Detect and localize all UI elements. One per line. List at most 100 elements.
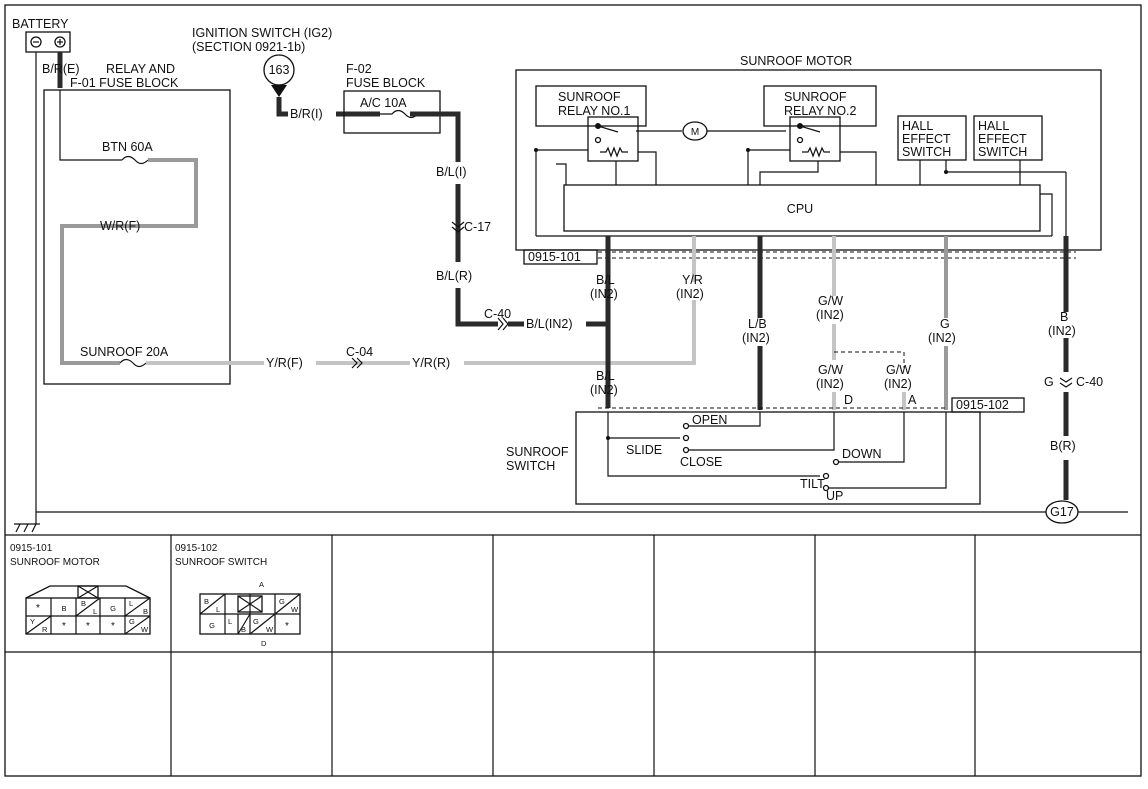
motor-symbol-label: M	[691, 127, 699, 138]
pin102-3b: W	[291, 605, 299, 614]
battery-symbol	[25, 31, 71, 53]
hall-2-label-2: EFFECT	[978, 132, 1027, 146]
switch-tilt-label: TILT	[800, 477, 825, 491]
sunroof-relay-1	[535, 85, 647, 127]
ground-g17-label: G17	[1050, 505, 1074, 519]
pin101-9: *	[111, 621, 115, 632]
wire-bl-label-top: B/L	[596, 273, 615, 287]
wire-yr-label: Y/R	[682, 273, 703, 287]
sunroof-relay-2	[763, 85, 877, 127]
sunroof-switch-label-1: SUNROOF	[506, 445, 569, 459]
wire-bl-r	[455, 288, 498, 327]
connector-101-id: 0915-101	[10, 543, 53, 554]
relay-2-contacts	[789, 116, 841, 162]
ground-symbol	[14, 511, 1128, 533]
pin101-1: *	[36, 603, 40, 614]
wire-g-label: G	[940, 317, 950, 331]
hall-effect-switch-2	[973, 115, 1043, 161]
wire-yr-in2-label: (IN2)	[676, 287, 704, 301]
pin101-3b: L	[93, 607, 97, 616]
sunroof-fuse-label: SUNROOF 20A	[80, 345, 169, 359]
pin101-4: G	[110, 604, 116, 613]
hall-1-label-3: SWITCH	[902, 145, 951, 159]
sunroof-motor-box	[515, 69, 1102, 251]
connector-c17-symbol	[451, 221, 465, 233]
connector-101-face	[25, 585, 151, 635]
pin102-7: *	[285, 621, 289, 632]
wire-bl-i-top	[410, 111, 461, 162]
wire-wr-f	[60, 158, 198, 365]
connector-c40-label: C-40	[484, 307, 511, 321]
wire-g-c40-label: G	[1044, 375, 1054, 389]
ac-fuse-label: A/C 10A	[360, 96, 407, 110]
fuse-block-f02-label-2: FUSE BLOCK	[346, 76, 426, 90]
pin101-2: B	[61, 604, 66, 613]
wire-lb-in2-label: (IN2)	[742, 331, 770, 345]
wire-gw-in2-label-right: (IN2)	[884, 377, 912, 391]
relay-2-label-1: SUNROOF	[784, 90, 847, 104]
switch-up-label: UP	[826, 489, 843, 503]
wire-bl-in2-label: B/L(IN2)	[526, 317, 573, 331]
connector-c40-right-label: C-40	[1076, 375, 1103, 389]
connector-102-face	[199, 593, 301, 635]
table-grid	[170, 535, 976, 776]
pin102-6a: G	[253, 617, 259, 626]
wire-gw-in2-label-top: (IN2)	[816, 308, 844, 322]
switch-down-label: DOWN	[842, 447, 882, 461]
wire-bl-label-bottom: B/L	[596, 369, 615, 383]
wire-yr-r-label: Y/R(R)	[412, 356, 450, 370]
wire-gw-split	[834, 351, 905, 368]
sunroof-switch-label-2: SWITCH	[506, 459, 555, 473]
connector-0915-102-label: 0915-102	[956, 398, 1009, 412]
pin101-5a: L	[129, 599, 133, 608]
pin102-6b: W	[266, 625, 274, 634]
sunroof-motor-label: SUNROOF MOTOR	[740, 54, 852, 68]
hall-2-label-1: HALL	[978, 119, 1009, 133]
wire-br-e-label: B/R(E)	[42, 62, 80, 76]
connector-0915-101-tag	[523, 249, 598, 265]
connector-102-d: D	[261, 639, 267, 648]
pin101-10b: W	[141, 625, 149, 634]
diagram-frame	[4, 4, 1142, 777]
pin101-7: *	[62, 621, 66, 632]
relay-fuse-block-label-1: RELAY AND	[106, 62, 175, 76]
sunroof-fuse-symbol	[119, 358, 147, 368]
relay-1-contacts	[587, 116, 639, 162]
wire-gw-label-right: G/W	[886, 363, 911, 377]
motor-internal-wiring	[534, 148, 1066, 237]
terminal-a-label: A	[908, 393, 917, 407]
pin102-1a: B	[204, 597, 209, 606]
sunroof-switch-contacts	[606, 412, 947, 492]
sunroof-switch-box	[575, 411, 981, 505]
ground-g17	[1045, 500, 1079, 524]
pin101-3a: B	[81, 599, 86, 608]
relay-1-label-1: SUNROOF	[558, 90, 621, 104]
wire-gw-label-left: G/W	[818, 363, 843, 377]
battery-label: BATTERY	[12, 17, 69, 31]
wire-bl-i-label: B/L(I)	[436, 165, 467, 179]
pin102-1b: L	[216, 605, 220, 614]
wire-br-i-a	[276, 97, 288, 117]
relay-fuse-block-f01	[43, 89, 231, 385]
hall-1-label-2: EFFECT	[902, 132, 951, 146]
pin101-6a: Y	[30, 617, 35, 626]
wire-bl-in2-label-top: (IN2)	[590, 287, 618, 301]
pin102-5a: L	[228, 617, 232, 626]
connector-102-id: 0915-102	[175, 543, 218, 554]
connector-101-name: SUNROOF MOTOR	[10, 557, 100, 568]
connector-c04-label: C-04	[346, 345, 373, 359]
pin101-10a: G	[129, 617, 135, 626]
wire-br-i-label: B/R(I)	[290, 107, 323, 121]
hall-effect-switch-1	[897, 115, 967, 161]
wire-bl-r-label: B/L(R)	[436, 269, 472, 283]
wire-bl-in2-label-bottom: (IN2)	[590, 383, 618, 397]
pin102-4: G	[209, 621, 215, 630]
connector-102-a: A	[259, 580, 264, 589]
switch-open-label: OPEN	[692, 413, 727, 427]
hall-1-label-1: HALL	[902, 119, 933, 133]
pin102-3a: G	[279, 597, 285, 606]
connector-c17-label: C-17	[464, 220, 491, 234]
wire-g-in2-label: (IN2)	[928, 331, 956, 345]
pin101-8: *	[86, 621, 90, 632]
